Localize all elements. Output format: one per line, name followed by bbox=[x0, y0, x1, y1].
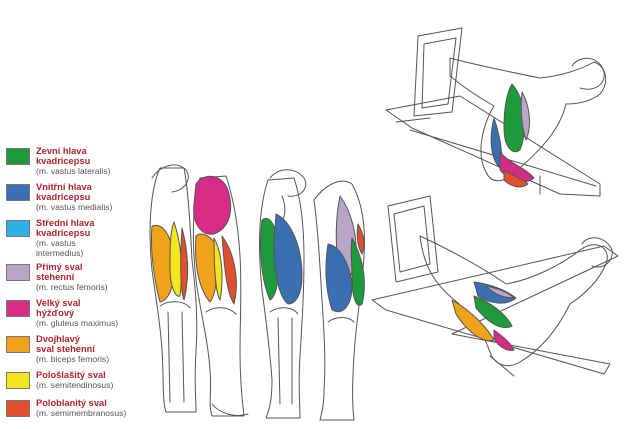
legend-swatch bbox=[6, 148, 30, 165]
legend-item-gluteus-maximus: Velký sval hýžďový (m. gluteus maximus) bbox=[6, 298, 156, 334]
foot-plate bbox=[413, 27, 463, 117]
legend-latin-line: (m. vastus lateralis) bbox=[36, 166, 111, 176]
legend-item-semimembranosus: Poloblanitý sval (m. semimembranosus) bbox=[6, 398, 156, 426]
legend-latin-line: intermedius) bbox=[36, 248, 84, 258]
muscle-rectus-femoris bbox=[520, 91, 530, 141]
muscle-semimembranosus bbox=[180, 227, 189, 301]
muscle-vastus-lateralis bbox=[350, 237, 365, 306]
muscle-rectus-femoris bbox=[485, 285, 515, 299]
leg-outline bbox=[149, 167, 198, 413]
knee-line bbox=[269, 307, 299, 315]
legend-label: Poloblanitý sval (m. semimembranosus) bbox=[36, 398, 126, 418]
knee-bone bbox=[159, 301, 191, 309]
legend-name-line: Poloblanitý sval bbox=[36, 398, 107, 408]
leg-outline bbox=[192, 175, 245, 417]
legend-name-line: Vnitřní hlava bbox=[36, 182, 92, 192]
machine-frame bbox=[371, 245, 619, 375]
leg-figure-back-1 bbox=[149, 164, 198, 413]
muscle-gluteus-maximus bbox=[193, 175, 232, 235]
legend-latin-line: (m. vastus medialis) bbox=[36, 202, 113, 212]
legend-item-rectus-femoris: Přímý sval stehenní (m. rectus femoris) bbox=[6, 262, 156, 298]
legend-name-line: sval stehenní bbox=[36, 344, 95, 354]
legend-item-vastus-medialis: Vnitřní hlava kvadricepsu (m. vastus med… bbox=[6, 182, 156, 218]
legend-swatch bbox=[6, 264, 30, 281]
legend-name-line: Střední hlava bbox=[36, 218, 95, 228]
legend-label: Střední hlava kvadricepsu (m. vastus int… bbox=[36, 218, 94, 258]
legend-item-semitendinosus: Pološlašitý sval (m. semitendinosus) bbox=[6, 370, 156, 398]
legend-latin-line: (m. semimembranosus) bbox=[36, 408, 127, 418]
legend-swatch bbox=[6, 400, 30, 417]
legend-latin-line: (m. rectus femoris) bbox=[36, 282, 108, 292]
legend-name-line: Přímý sval bbox=[36, 262, 83, 272]
muscle-vastus-medialis bbox=[325, 243, 353, 313]
muscle-biceps-femoris bbox=[151, 224, 175, 303]
legend-label: Pološlašitý sval (m. semitendinosus) bbox=[36, 370, 113, 390]
foot-plate bbox=[421, 37, 457, 109]
legend-latin-line: (m. vastus bbox=[36, 238, 76, 248]
leg-press-figure-bottom bbox=[371, 195, 619, 377]
muscle-gluteus-maximus bbox=[493, 329, 515, 351]
legend-name-line: Velký sval bbox=[36, 298, 81, 308]
legend-item-biceps-femoris: Dvojhlavý sval stehenní (m. biceps femor… bbox=[6, 334, 156, 370]
legend-name-line: Zevní hlava bbox=[36, 146, 87, 156]
foot-plate bbox=[387, 195, 439, 283]
legend-swatch bbox=[6, 184, 30, 201]
foot bbox=[211, 403, 249, 417]
legend-name-line: kvadricepsu bbox=[36, 228, 91, 238]
legend-swatch bbox=[6, 336, 30, 353]
shin-bone bbox=[277, 317, 293, 405]
legend-item-vastus-lateralis: Zevní hlava kvadricepsu (m. vastus later… bbox=[6, 146, 156, 182]
legend-label: Vnitřní hlava kvadricepsu (m. vastus med… bbox=[36, 182, 112, 212]
muscle-biceps-femoris bbox=[195, 233, 218, 303]
muscle-semitendinosus bbox=[213, 237, 223, 301]
leg-outline bbox=[313, 180, 365, 421]
legend-name-line: hýžďový bbox=[36, 308, 75, 318]
leg-outline bbox=[259, 177, 305, 419]
legend-label: Velký sval hýžďový (m. gluteus maximus) bbox=[36, 298, 118, 328]
legend-swatch bbox=[6, 372, 30, 389]
legend-latin-line: (m. gluteus maximus) bbox=[36, 318, 119, 328]
knee-line bbox=[327, 317, 355, 323]
muscle-biceps-femoris bbox=[356, 223, 365, 255]
pelvis-bone bbox=[151, 164, 189, 193]
muscle-biceps-femoris bbox=[451, 299, 495, 342]
pelvis-bone bbox=[269, 169, 307, 197]
legend-label: Dvojhlavý sval stehenní (m. biceps femor… bbox=[36, 334, 109, 364]
legend-label: Přímý sval stehenní (m. rectus femoris) bbox=[36, 262, 108, 292]
muscle-vastus-medialis bbox=[273, 213, 303, 305]
leg-figure-front-1 bbox=[259, 169, 307, 419]
legend-name-line: stehenní bbox=[36, 272, 75, 282]
muscle-legend: Zevní hlava kvadricepsu (m. vastus later… bbox=[6, 146, 156, 426]
muscle-semimembranosus bbox=[503, 169, 529, 188]
legend-label: Zevní hlava kvadricepsu (m. vastus later… bbox=[36, 146, 111, 176]
exerciser-body-top bbox=[449, 57, 607, 182]
muscle-semimembranosus bbox=[221, 235, 237, 305]
foot-plate bbox=[393, 205, 431, 273]
legend-latin-line: (m. biceps femoris) bbox=[36, 354, 110, 364]
legend-name-line: kvadricepsu bbox=[36, 156, 91, 166]
knee-line bbox=[205, 307, 237, 315]
shin-bone bbox=[167, 311, 185, 403]
leg-press-figure-top bbox=[385, 27, 607, 197]
muscle-vastus-lateralis bbox=[473, 295, 513, 328]
legend-swatch bbox=[6, 220, 30, 237]
leg-figure-back-2 bbox=[192, 175, 249, 417]
exerciser-head-bottom bbox=[581, 237, 613, 268]
legend-latin-line: (m. semitendinosus) bbox=[36, 380, 114, 390]
leg-figure-side bbox=[313, 180, 365, 421]
muscle-semitendinosus bbox=[169, 221, 183, 297]
legend-name-line: Dvojhlavý bbox=[36, 334, 80, 344]
exerciser-head-top bbox=[571, 57, 605, 90]
machine-frame bbox=[385, 95, 601, 197]
handle bbox=[489, 355, 515, 377]
legend-name-line: kvadricepsu bbox=[36, 192, 91, 202]
legend-item-vastus-intermedius: Střední hlava kvadricepsu (m. vastus int… bbox=[6, 218, 156, 262]
legend-swatch bbox=[6, 300, 30, 317]
legend-name-line: Pološlašitý sval bbox=[36, 370, 106, 380]
